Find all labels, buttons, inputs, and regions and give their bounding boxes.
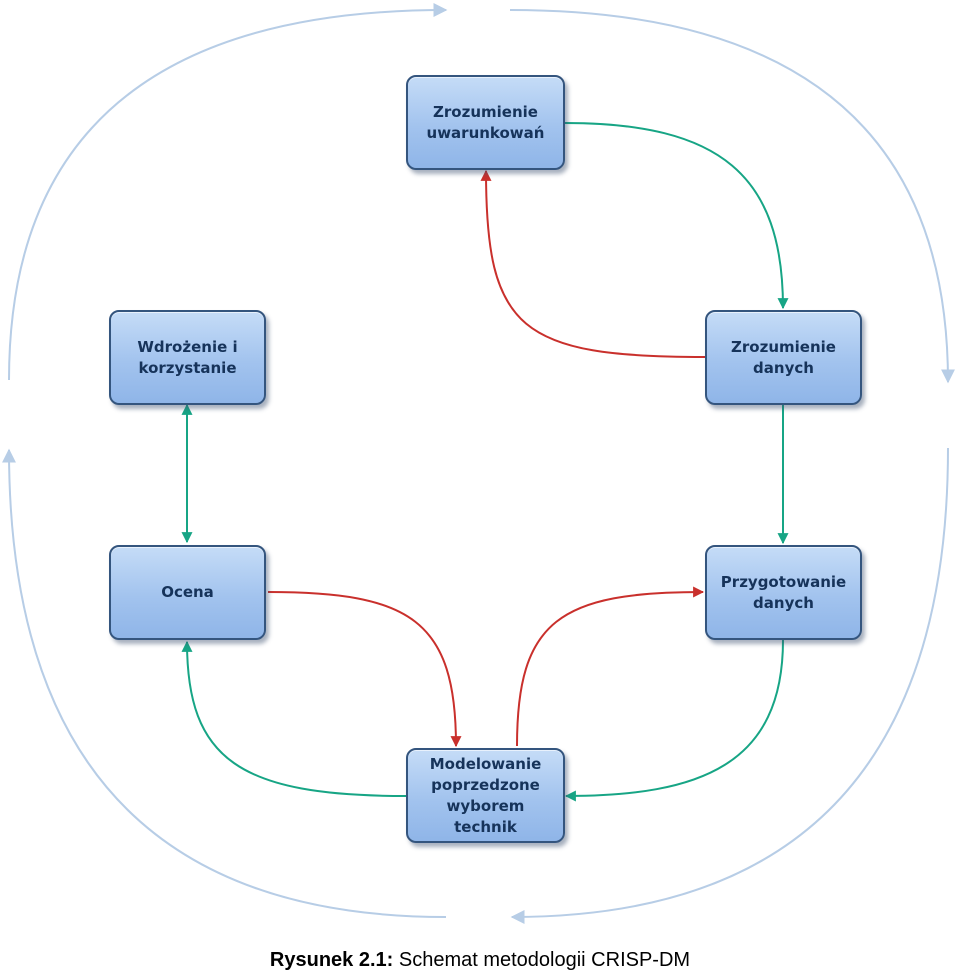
arrow-modeling-to-data-preparation bbox=[516, 586, 705, 747]
crisp-dm-diagram bbox=[2, 3, 955, 924]
figure-caption-label: Rysunek 2.1: bbox=[269, 949, 394, 971]
arrow-modeling-to-evaluation bbox=[181, 640, 407, 797]
outer-cycle-arc-top-right bbox=[509, 9, 955, 384]
arrow-data-understanding-to-business bbox=[480, 169, 706, 358]
node-business-understanding-label: Zrozumienie uwarunkowań bbox=[426, 102, 545, 142]
node-deployment: Wdrożenie i korzystanie bbox=[109, 310, 266, 405]
outer-cycle-arc-top-left bbox=[8, 3, 448, 381]
node-business-understanding: Zrozumienie uwarunkowań bbox=[406, 75, 565, 170]
node-data-understanding-label: Zrozumienie danych bbox=[731, 337, 836, 377]
node-evaluation: Ocena bbox=[109, 545, 266, 640]
node-deployment-label: Wdrożenie i korzystanie bbox=[137, 337, 238, 377]
node-evaluation-label: Ocena bbox=[161, 583, 214, 601]
figure-caption-text: Schemat metodologii CRISP-DM bbox=[398, 949, 691, 971]
node-data-understanding: Zrozumienie danych bbox=[705, 310, 862, 405]
node-modeling-label: Modelowanie poprzedzone wyborem technik bbox=[429, 754, 542, 836]
node-data-preparation-label: Przygotowanie danych bbox=[720, 572, 847, 612]
outer-cycle-arc-bottom-right bbox=[510, 447, 949, 924]
node-data-preparation: Przygotowanie danych bbox=[705, 545, 862, 640]
outer-cycle-arc-bottom-left bbox=[2, 448, 447, 918]
arrow-business-to-data-understanding bbox=[564, 122, 789, 310]
figure-caption: Rysunek 2.1: Schemat metodologii CRISP-D… bbox=[0, 949, 960, 972]
arrow-data-preparation-to-modeling bbox=[564, 639, 784, 802]
arrow-evaluation-to-modeling bbox=[267, 591, 462, 748]
node-modeling: Modelowanie poprzedzone wyborem technik bbox=[406, 748, 565, 843]
